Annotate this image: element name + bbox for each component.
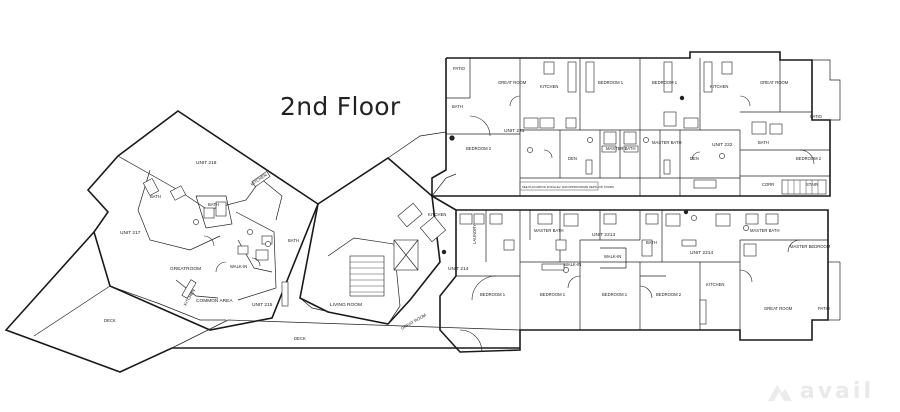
room-label: BEDROOM 2 xyxy=(796,156,822,161)
left-wing xyxy=(86,110,319,331)
room-label: MASTER BATH xyxy=(652,140,681,145)
room-label: STAIR xyxy=(806,182,818,187)
room-labels: PATIO GREAT ROOM KITCHEN BEDROOM 1 BEDRO… xyxy=(104,66,831,341)
avail-logo-text: avail xyxy=(799,379,874,404)
room-label: GREAT ROOM xyxy=(400,312,427,331)
unit-label: UNIT 221 xyxy=(504,128,525,134)
central-connector xyxy=(299,131,457,325)
unit-label: UNIT 214 xyxy=(448,266,469,272)
room-label: PATIO xyxy=(453,66,466,71)
unit-label: UNIT 215 xyxy=(252,302,273,308)
unit-label: UNIT 2214 xyxy=(690,250,713,256)
room-label: MASTER BATH xyxy=(534,228,563,233)
room-label: BEDROOM 1 xyxy=(602,292,628,297)
room-label: DEN xyxy=(568,156,577,161)
room-label: PATIO xyxy=(810,114,823,119)
room-label: GREAT ROOM xyxy=(498,80,527,85)
avail-mountain-icon xyxy=(767,384,792,401)
room-label: BEDROOM 1 xyxy=(480,292,506,297)
room-label: BATH xyxy=(758,140,769,145)
top-block xyxy=(431,51,841,197)
room-label: BATH xyxy=(288,238,299,243)
unit-label: UNIT 218 xyxy=(196,160,217,166)
room-label: BEDROOM 1 xyxy=(598,80,624,85)
room-label: GREATROOM xyxy=(170,266,201,272)
room-label: BEDROOM 1 xyxy=(652,80,678,85)
room-label: WALK-IN xyxy=(604,254,621,259)
room-label: CORR xyxy=(762,182,774,187)
room-label: BATH xyxy=(646,240,657,245)
room-label: BATH xyxy=(452,104,463,109)
room-label: LIVING ROOM xyxy=(330,302,362,308)
room-label: PATIO xyxy=(818,306,831,311)
avail-logo: avail xyxy=(766,379,874,404)
deck-area xyxy=(4,231,521,373)
unit-label: UNIT 217 xyxy=(120,230,141,236)
room-label: GREAT ROOM xyxy=(764,306,793,311)
room-label: WALK-IN xyxy=(564,262,581,267)
room-label: MASTER BATH xyxy=(606,146,635,151)
room-label: BEDROOM 1 xyxy=(540,292,566,297)
room-label: KITCHEN xyxy=(540,84,558,89)
room-label: DECK xyxy=(294,336,306,341)
room-label: DECK xyxy=(104,318,116,323)
room-label: KITCHEN xyxy=(428,212,446,217)
room-label: GREAT ROOM xyxy=(760,80,789,85)
room-label: COMMON AREA xyxy=(196,298,233,304)
room-label: BEDROOM 2 xyxy=(466,146,492,151)
page-title: 2nd Floor xyxy=(280,92,401,121)
room-label: MASTER BATH xyxy=(750,228,779,233)
room-label: MASTER BEDROOM xyxy=(790,244,831,249)
room-label: KITCHEN xyxy=(710,84,728,89)
bottom-block xyxy=(431,195,841,353)
room-label: WALK-IN xyxy=(230,264,247,269)
room-label: BEDROOM 2 xyxy=(656,292,682,297)
room-label: KITCHEN xyxy=(706,282,724,287)
plan-note: SEE PLAN ABOVE FOR ELEV. AND APPROXIMATE… xyxy=(522,185,614,189)
room-label: BATH xyxy=(208,202,219,207)
room-label: BATH xyxy=(150,194,161,199)
room-label: LAUNDRY xyxy=(472,224,477,244)
unit-label: UNIT 222 xyxy=(712,142,733,148)
unit-label: UNIT 2213 xyxy=(592,232,615,238)
room-label: DEN xyxy=(690,156,699,161)
